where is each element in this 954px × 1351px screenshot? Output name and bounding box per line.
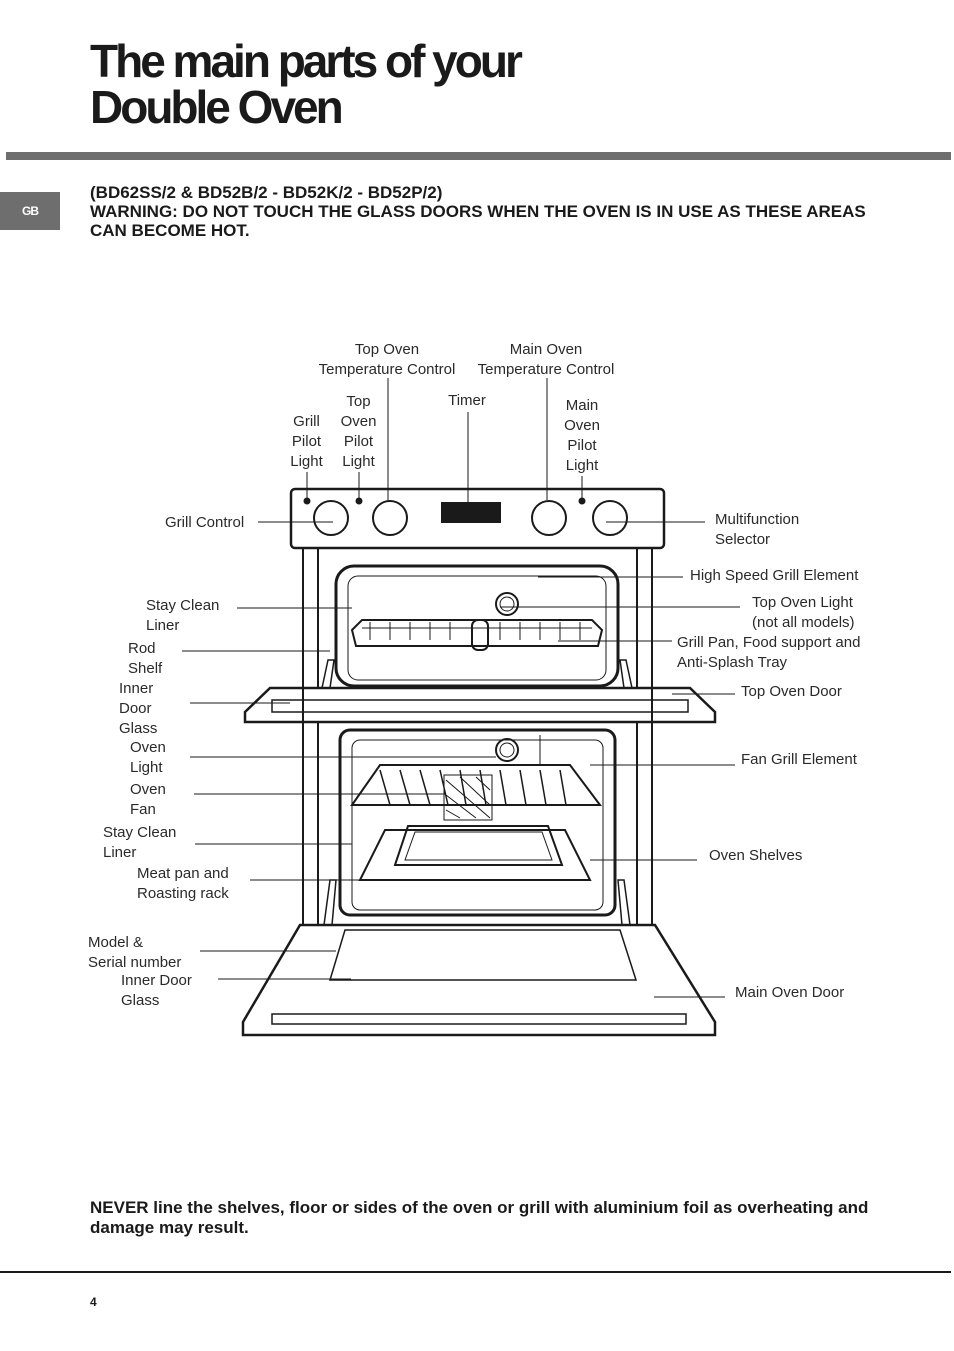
meat-pan bbox=[393, 825, 564, 866]
grill-pilot-light bbox=[303, 497, 311, 505]
top-oven-cavity bbox=[334, 564, 620, 688]
timer-display bbox=[441, 502, 501, 523]
title-line-2: Double Oven bbox=[90, 81, 344, 133]
grill-pan bbox=[350, 619, 604, 647]
label-grill-pilot-light: Grill Pilot Light bbox=[290, 413, 323, 470]
label-top-oven-pilot-light: Top Oven Pilot Light bbox=[340, 393, 377, 470]
oven-diagram bbox=[182, 378, 740, 1037]
footer-rule bbox=[0, 1271, 951, 1273]
foil-warning: NEVER line the shelves, floor or sides o… bbox=[90, 1198, 869, 1237]
label-stay-clean-liner-main: Stay Clean Liner bbox=[103, 824, 177, 861]
top-oven-temp-knob bbox=[372, 500, 408, 536]
label-multifunction-selector: Multifunction Selector bbox=[715, 511, 800, 548]
label-oven-light: Oven Light bbox=[130, 739, 166, 776]
label-meat-pan: Meat pan and Roasting rack bbox=[137, 865, 229, 902]
label-top-oven-temp-control: Top Oven Temperature Control bbox=[318, 341, 456, 378]
label-timer: Timer bbox=[448, 392, 486, 409]
warning-block: (BD62SS/2 & BD52B/2 - BD52K/2 - BD52P/2)… bbox=[90, 183, 870, 240]
label-top-oven-light: Top Oven Light (not all models) bbox=[752, 594, 855, 631]
lower-oven-shelf bbox=[358, 829, 592, 881]
language-tab: GB bbox=[0, 192, 60, 230]
model-list: (BD62SS/2 & BD52B/2 - BD52K/2 - BD52P/2) bbox=[90, 183, 443, 202]
label-fan-grill-element: Fan Grill Element bbox=[741, 751, 857, 768]
label-stay-clean-liner-top: Stay Clean Liner bbox=[146, 597, 220, 634]
main-oven-pilot-light bbox=[578, 497, 586, 505]
label-rod-shelf: Rod Shelf bbox=[128, 640, 163, 677]
oven-fan-hatch bbox=[443, 774, 493, 821]
main-oven-cavity bbox=[338, 728, 617, 917]
label-grill-control: Grill Control bbox=[165, 514, 245, 531]
top-oven-pilot-light bbox=[355, 497, 363, 505]
page-number: 4 bbox=[90, 1295, 97, 1309]
top-oven-door bbox=[243, 686, 717, 724]
warning-text: WARNING: DO NOT TOUCH THE GLASS DOORS WH… bbox=[90, 202, 866, 240]
header-rule bbox=[6, 152, 951, 160]
label-main-oven-temp-control: Main Oven Temperature Control bbox=[477, 341, 615, 378]
grill-control-knob bbox=[313, 500, 349, 536]
main-oven-door bbox=[241, 923, 717, 1037]
upper-oven-shelf bbox=[350, 764, 602, 806]
main-oven-light-bulb bbox=[495, 738, 519, 762]
label-top-oven-door: Top Oven Door bbox=[741, 683, 842, 700]
label-model-serial: Model & Serial number bbox=[88, 934, 182, 971]
label-oven-fan: Oven Fan bbox=[130, 781, 166, 818]
label-inner-door-glass-main: Inner Door Glass bbox=[121, 972, 192, 1009]
label-oven-shelves: Oven Shelves bbox=[709, 847, 803, 864]
top-oven-light-bulb bbox=[495, 592, 519, 616]
label-grill-pan: Grill Pan, Food support and Anti-Splash … bbox=[677, 634, 861, 671]
main-oven-temp-knob bbox=[531, 500, 567, 536]
label-inner-door-glass-top: Inner Door Glass bbox=[119, 680, 158, 737]
control-panel bbox=[289, 487, 666, 550]
label-main-oven-pilot-light: Main Oven Pilot Light bbox=[564, 397, 600, 474]
multifunction-knob bbox=[592, 500, 628, 536]
title-line-1: The main parts of your bbox=[90, 35, 523, 87]
label-high-speed-grill-element: High Speed Grill Element bbox=[690, 567, 859, 584]
label-main-oven-door: Main Oven Door bbox=[735, 984, 845, 1001]
page-title: The main parts of your Double Oven bbox=[90, 35, 523, 133]
